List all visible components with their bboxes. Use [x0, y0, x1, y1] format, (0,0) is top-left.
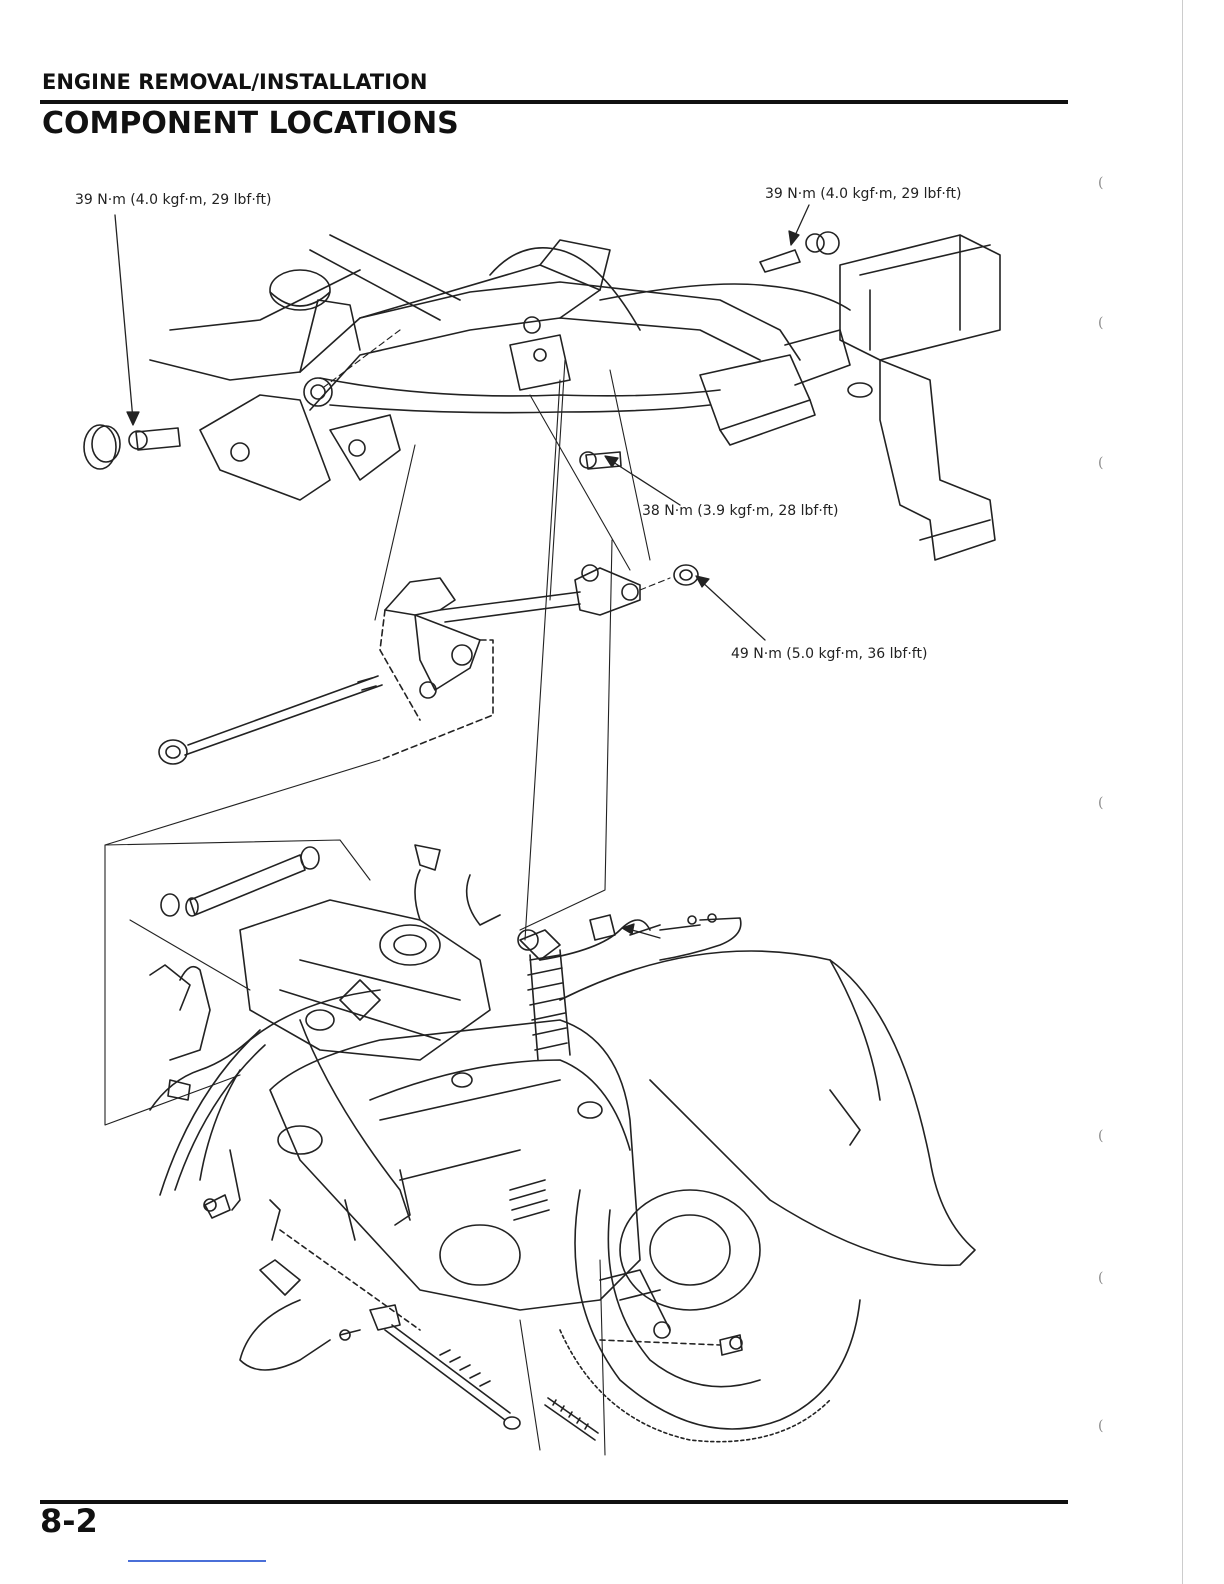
margin-mark: ( — [1098, 1270, 1103, 1286]
assembly-guide-lines — [105, 330, 670, 1455]
torque-label-upper-right-bolt: 39 N·m (4.0 kgf·m, 29 lbf·ft) — [765, 186, 961, 202]
margin-mark: ( — [1098, 175, 1103, 191]
scan-link-underline — [128, 1560, 266, 1562]
margin-mark: ( — [1098, 1128, 1103, 1144]
torque-label-center-bolt: 38 N·m (3.9 kgf·m, 28 lbf·ft) — [642, 503, 838, 519]
margin-mark: ( — [1098, 315, 1103, 331]
frame-assembly — [84, 232, 1000, 560]
margin-mark: ( — [1098, 795, 1103, 811]
margin-mark: ( — [1098, 1418, 1103, 1434]
torque-label-hanger-nut: 49 N·m (5.0 kgf·m, 36 lbf·ft) — [731, 646, 927, 662]
torque-label-left-bolt: 39 N·m (4.0 kgf·m, 29 lbf·ft) — [75, 192, 271, 208]
page-number: 8-2 — [40, 1502, 98, 1540]
bottom-rule — [40, 1500, 1068, 1504]
engine-hanger-link — [159, 565, 698, 764]
torque-leader-lines — [115, 205, 809, 938]
margin-mark: ( — [1098, 455, 1103, 471]
engine-assembly — [150, 845, 975, 1442]
